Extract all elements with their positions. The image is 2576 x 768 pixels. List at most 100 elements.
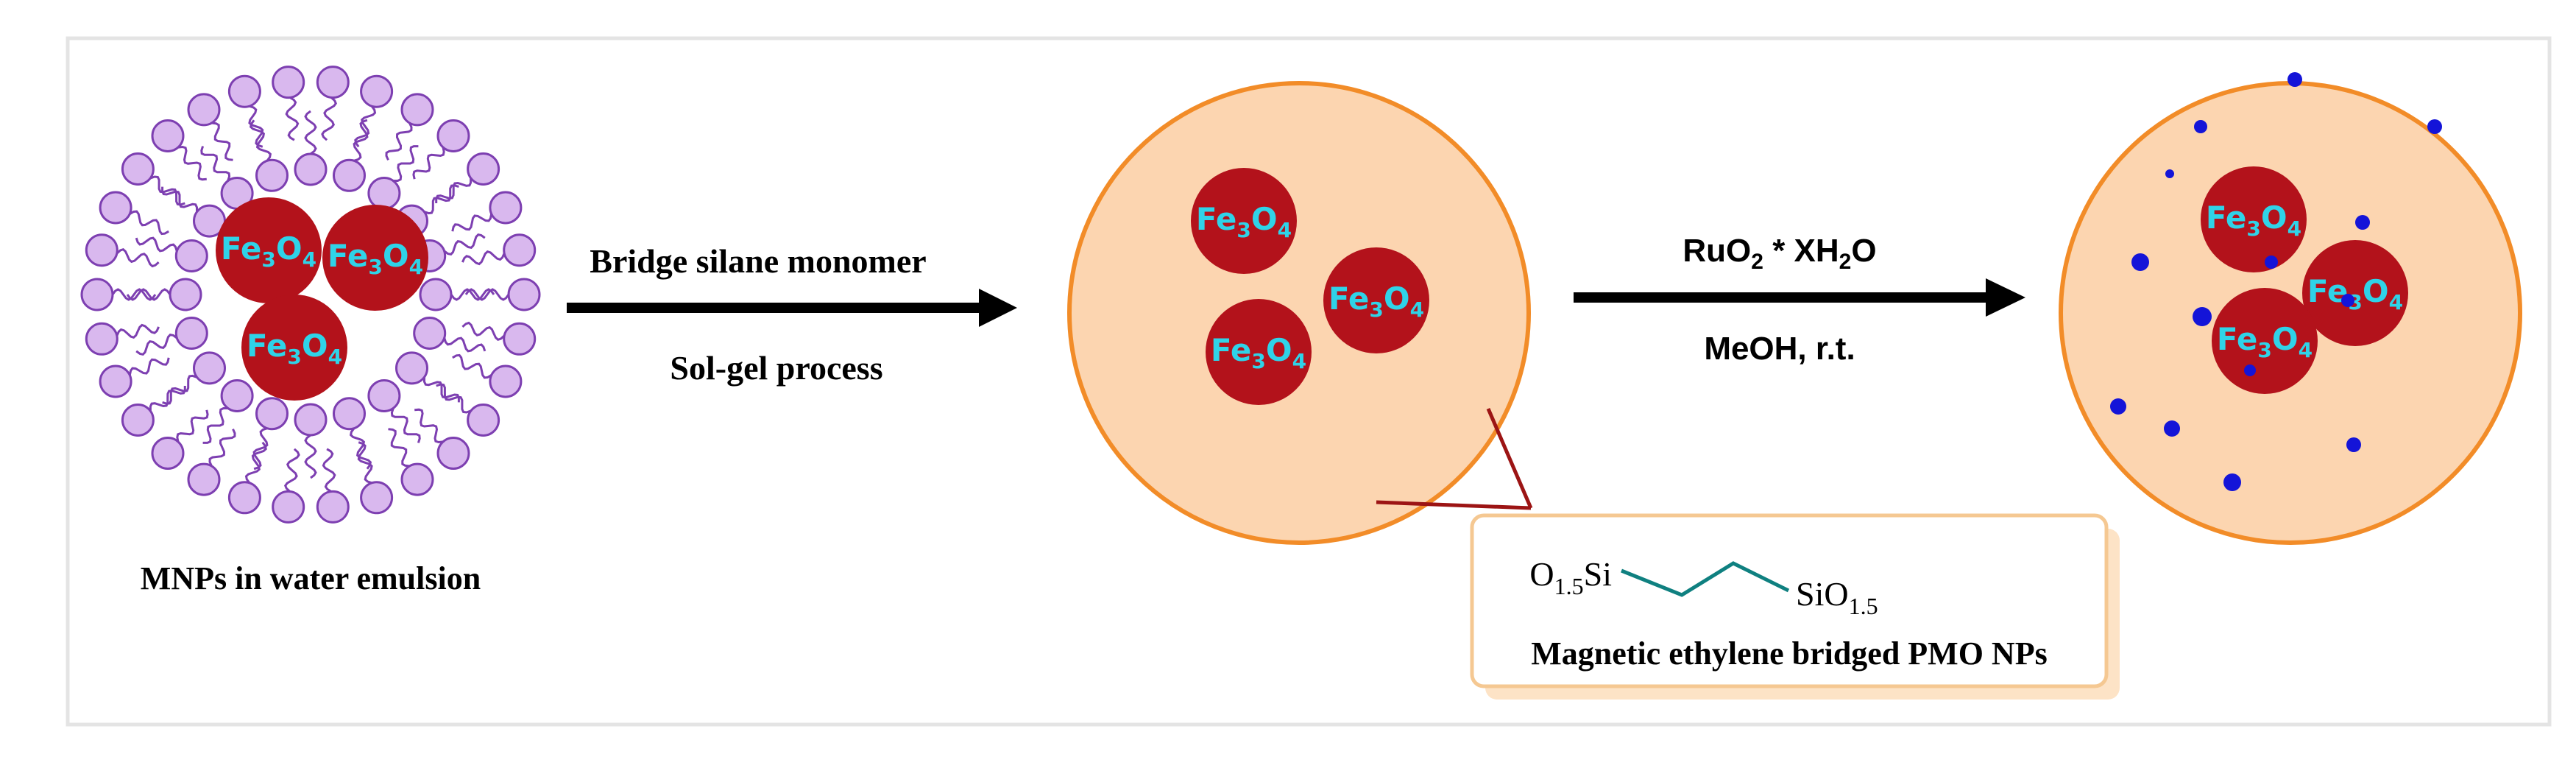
surfactant-tail	[128, 357, 170, 376]
surfactant-head	[294, 152, 328, 186]
surfactant-head	[169, 278, 202, 311]
surfactant-head	[395, 351, 428, 385]
arrow2-bottom-label: MeOH, r.t.	[1704, 331, 1855, 367]
surfactant-head	[151, 437, 185, 470]
core-particle: Fe3O4	[1323, 247, 1429, 353]
surfactant-head	[316, 66, 350, 99]
surfactant-head	[367, 379, 401, 412]
surfactant-head	[489, 364, 523, 398]
surfactant-head	[272, 66, 305, 99]
surfactant-tail	[283, 448, 300, 493]
surfactant-tail	[129, 210, 169, 236]
pmo-nanoparticle: Fe3O4 Fe3O4 Fe3O4	[1067, 81, 1531, 545]
surfactant-tail	[414, 408, 444, 444]
surfactant-tail	[248, 105, 264, 148]
arrow2-top-label: RuO2 * XH2O	[1682, 233, 1876, 274]
surfactant-tail	[385, 122, 413, 161]
surfactant-head	[367, 177, 401, 210]
surfactant-head	[121, 404, 155, 437]
surfactant-head	[360, 481, 394, 515]
surfactant-tail	[443, 337, 486, 353]
surfactant-head	[294, 403, 328, 437]
surfactant-tail	[393, 145, 419, 182]
surfactant-tail	[161, 186, 198, 212]
ru-dot	[2223, 473, 2241, 491]
ethylene-linker	[1621, 561, 1790, 597]
surfactant-tail	[353, 119, 369, 162]
surfactant-head	[413, 317, 447, 350]
inset-box	[1470, 513, 2109, 688]
surfactant-head	[174, 317, 208, 350]
surfactant-tail	[357, 441, 373, 485]
core-particle: Fe3O4	[1206, 299, 1312, 405]
surfactant-tail	[135, 333, 178, 356]
surfactant-head	[174, 239, 208, 272]
surfactant-tail	[211, 121, 233, 161]
surfactant-head	[193, 351, 226, 385]
ru-dot	[2355, 215, 2370, 230]
surfactant-tail	[390, 408, 421, 443]
reaction-arrow-2: RuO2 * XH2O MeOH, r.t.	[1574, 233, 2025, 367]
surfactant-tail	[249, 119, 272, 162]
ru-dot	[2341, 294, 2354, 307]
surfactant-head	[99, 191, 132, 225]
core-particle: Fe3O4	[2201, 166, 2307, 272]
surfactant-tail	[244, 441, 267, 484]
surfactant-head	[85, 322, 118, 356]
reaction-arrow-1: Bridge silane monomer Sol-gel process	[567, 242, 1017, 387]
surfactant-tail	[135, 236, 178, 253]
surfactant-tail	[461, 321, 506, 341]
surfactant-head	[316, 490, 350, 524]
surfactant-tail	[285, 96, 300, 141]
surfactant-head	[220, 379, 254, 412]
surfactant-tail	[450, 288, 495, 301]
surfactant-head	[419, 278, 453, 311]
core-label: Fe3O4	[1328, 281, 1424, 322]
surfactant-head	[400, 462, 434, 496]
surfactant-head	[333, 158, 366, 192]
surfactant-head	[187, 462, 221, 496]
arrow-head	[1986, 278, 2025, 317]
core-particle: Fe3O4	[241, 295, 347, 401]
surfactant-head	[436, 437, 470, 470]
inset-caption: Magnetic ethylene bridged PMO NPs	[1531, 635, 2047, 672]
surfactant-tail	[452, 353, 492, 379]
core-particle: Fe3O4	[1191, 168, 1297, 274]
core-particle: Fe3O4	[216, 197, 322, 303]
surfactant-tail	[321, 96, 338, 141]
core-particle: Fe3O4	[2212, 288, 2318, 394]
arrow1-bottom-label: Sol-gel process	[670, 349, 882, 387]
emulsion-micelle: Fe3O4 Fe3O4 Fe3O4 MNPs in water emulsion	[80, 66, 541, 596]
core-label: Fe3O4	[328, 238, 423, 279]
surfactant-head	[187, 93, 221, 127]
ru-dot	[2194, 120, 2207, 133]
surfactant-head	[400, 93, 434, 127]
surfactant-head	[85, 233, 118, 267]
callout-line	[1486, 408, 1533, 509]
ru-dot	[2131, 253, 2149, 271]
ru-dot	[2346, 437, 2361, 452]
arrow1-top-label: Bridge silane monomer	[590, 242, 926, 280]
surfactant-tail	[322, 448, 336, 493]
surfactant-tail	[116, 248, 160, 268]
surfactant-tail	[304, 110, 317, 155]
surfactant-head	[507, 278, 541, 311]
ru-dot	[2427, 119, 2442, 134]
ru-dot	[2165, 169, 2174, 178]
surfactant-head	[80, 278, 114, 311]
surfactant-head	[151, 119, 185, 152]
surfactant-head	[255, 397, 289, 431]
surfactant-head	[467, 404, 500, 437]
surfactant-tail	[111, 288, 157, 301]
surfactant-head	[333, 397, 366, 431]
emulsion-caption: MNPs in water emulsion	[141, 560, 481, 596]
surfactant-tail	[162, 374, 197, 405]
surfactant-tail	[435, 177, 473, 203]
surfactant-head	[255, 158, 289, 192]
ru-dot	[2193, 307, 2212, 326]
surfactant-tail	[177, 145, 207, 181]
callout-line	[1376, 500, 1532, 510]
figure-frame	[66, 36, 2552, 727]
